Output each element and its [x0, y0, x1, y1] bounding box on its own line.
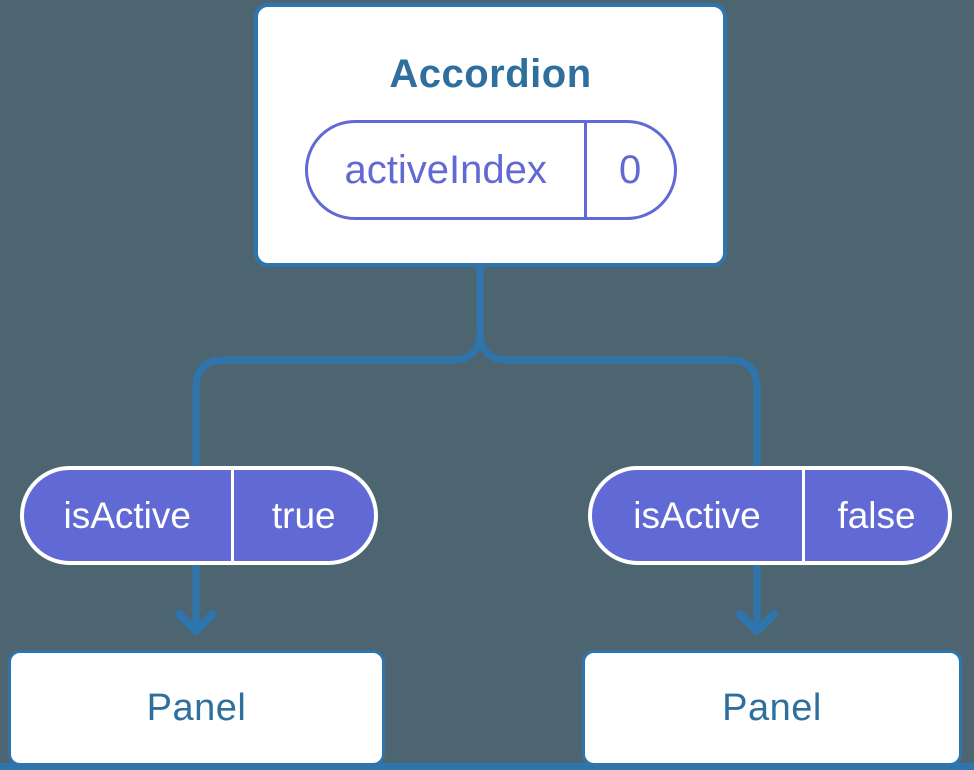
- prop-value: false: [802, 470, 948, 561]
- connector-left-branch: [192, 265, 484, 628]
- panel-component-card-left: Panel: [8, 650, 385, 766]
- prop-pill-isactive-false: isActive false: [588, 466, 952, 565]
- prop-value: true: [230, 470, 375, 561]
- panel-title: Panel: [146, 686, 247, 729]
- connector-right-branch: [476, 265, 761, 628]
- arrow-down-icon: [736, 610, 778, 635]
- state-name: activeIndex: [344, 147, 547, 192]
- state-value: 0: [583, 123, 674, 217]
- state-pill-activeindex: activeIndex 0: [304, 120, 677, 220]
- prop-name: isActive: [63, 494, 191, 536]
- panel-title: Panel: [722, 686, 822, 729]
- prop-pill-isactive-true: isActive true: [20, 466, 378, 565]
- accordion-component-card: Accordion activeIndex 0: [254, 3, 727, 267]
- accordion-title: Accordion: [389, 52, 592, 96]
- bottom-edge-line: [0, 763, 974, 770]
- prop-name: isActive: [633, 494, 761, 536]
- panel-component-card-right: Panel: [582, 650, 962, 766]
- arrow-down-icon: [175, 610, 217, 635]
